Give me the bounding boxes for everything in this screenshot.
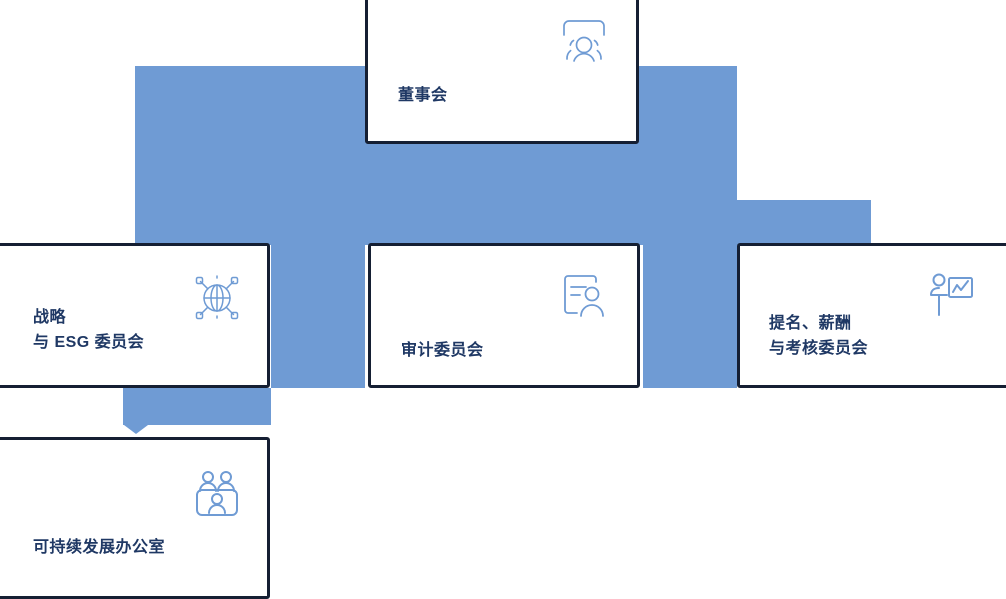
node-strategy-esg-label: 战略 与 ESG 委员会 bbox=[33, 309, 145, 351]
node-sustainability-office-label: 可持续发展办公室 bbox=[33, 539, 166, 556]
node-audit-label: 审计委员会 bbox=[401, 342, 484, 359]
node-nomination[interactable]: 提名、薪酬 与考核委员会 bbox=[737, 243, 1006, 388]
node-strategy-esg[interactable]: 战略 与 ESG 委员会 bbox=[0, 243, 270, 388]
node-board[interactable]: 董事会 bbox=[365, 0, 639, 144]
connector-center-stem bbox=[643, 245, 737, 388]
arrow-down-icon bbox=[124, 425, 148, 434]
group-of-people-icon bbox=[556, 13, 612, 69]
presenter-chart-icon bbox=[923, 268, 979, 324]
connector-left-stem bbox=[271, 245, 365, 388]
node-audit[interactable]: 审计委员会 bbox=[368, 243, 640, 388]
team-frame-icon bbox=[189, 468, 245, 524]
globe-network-icon bbox=[189, 270, 245, 326]
connector-right-branch bbox=[737, 200, 871, 245]
node-nomination-label: 提名、薪酬 与考核委员会 bbox=[769, 315, 869, 357]
connector-office-elbow bbox=[123, 388, 271, 425]
node-sustainability-office[interactable]: 可持续发展办公室 bbox=[0, 437, 270, 599]
document-person-icon bbox=[555, 268, 611, 324]
node-board-label: 董事会 bbox=[398, 87, 448, 104]
